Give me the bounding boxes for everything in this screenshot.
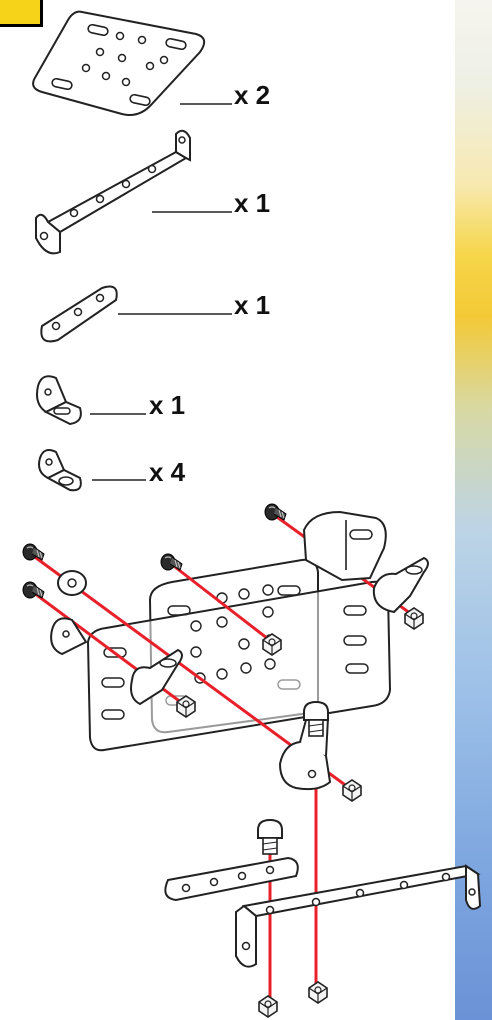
screw-icon [258, 820, 282, 854]
nut-icon [259, 996, 277, 1017]
bolt-icon [23, 544, 44, 560]
angle-bracket-left [51, 618, 86, 654]
flat-plate-part [33, 12, 204, 115]
bolt-icon [161, 554, 182, 570]
bottom-short-strip [165, 858, 297, 900]
angle-bracket-right [374, 558, 428, 612]
nut-icon [309, 982, 327, 1003]
bolt-icon [23, 582, 44, 598]
double-bent-strip-part [36, 131, 190, 254]
angle-bracket-slotted-part [37, 376, 81, 424]
bolt-icon [265, 504, 286, 520]
angle-bracket-part [39, 450, 81, 490]
short-strip-part [41, 287, 116, 342]
washer-part [58, 571, 86, 595]
nut-icon [343, 780, 361, 801]
